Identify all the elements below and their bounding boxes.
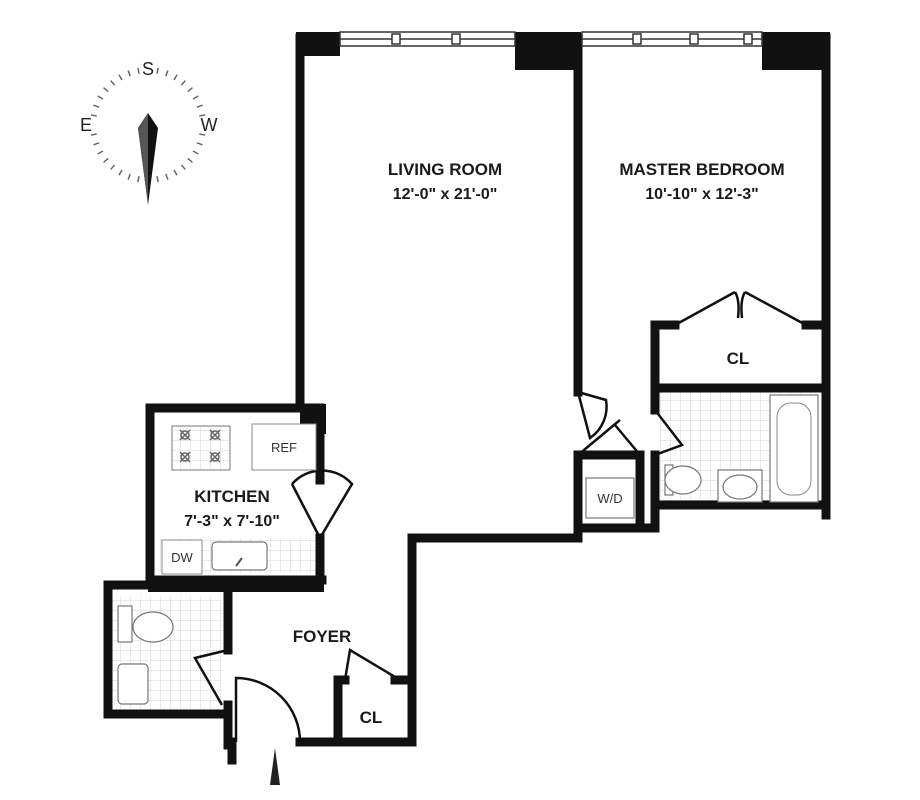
entry-door-icon xyxy=(234,676,302,743)
compass-tick xyxy=(180,80,186,86)
foyer-closet-label: CL xyxy=(360,708,383,727)
compass-tick xyxy=(196,142,203,146)
refrigerator-icon: REF xyxy=(251,423,317,471)
compass-tick xyxy=(165,70,169,77)
compass-tick xyxy=(118,169,123,176)
compass-west-label: W xyxy=(201,115,218,135)
compass-tick xyxy=(173,74,178,81)
compass-tick xyxy=(110,80,116,86)
compass-tick xyxy=(103,87,109,93)
compass-tick xyxy=(165,173,169,180)
doors xyxy=(193,290,807,743)
compass-tick xyxy=(199,133,206,136)
bathroom-sink-icon xyxy=(717,469,763,503)
compass-tick xyxy=(192,150,199,155)
powder-toilet-icon xyxy=(117,605,174,643)
powder-door-icon xyxy=(193,648,229,706)
toilet-icon xyxy=(664,464,702,496)
dishwasher-label: DW xyxy=(171,550,193,565)
compass-tick xyxy=(103,157,109,163)
washer-dryer-label: W/D xyxy=(597,491,622,506)
bathroom-door-icon xyxy=(654,409,685,457)
bedroom-door-icon xyxy=(576,390,608,441)
stove-icon xyxy=(171,425,231,471)
compass-tick xyxy=(97,95,104,100)
compass-tick xyxy=(127,173,131,180)
compass-tick xyxy=(156,67,159,74)
wd-door-icon xyxy=(577,419,641,456)
compass-tick xyxy=(110,164,116,170)
compass-tick xyxy=(93,104,100,108)
master-bedroom-name: MASTER BEDROOM xyxy=(619,160,784,179)
kitchen-name: KITCHEN xyxy=(194,487,270,506)
compass-tick xyxy=(93,142,100,146)
bedroom-closet-label: CL xyxy=(727,349,750,368)
columns xyxy=(148,32,830,592)
dishwasher-icon: DW xyxy=(161,539,203,575)
compass-tick xyxy=(118,74,123,81)
foyer-closet-door-icon xyxy=(343,647,401,682)
compass-tick xyxy=(90,114,97,117)
compass: S E W xyxy=(80,59,218,205)
compass-tick xyxy=(137,67,140,74)
master-bedroom-dims: 10'-10" x 12'-3" xyxy=(645,186,759,203)
compass-tick xyxy=(137,176,140,183)
closet-door-icon xyxy=(674,290,807,327)
foyer-name: FOYER xyxy=(293,627,352,646)
entry-arrow-icon xyxy=(270,748,280,785)
compass-tick xyxy=(196,104,203,108)
living-room-dims: 12'-0" x 21'-0" xyxy=(393,186,498,203)
compass-ring xyxy=(90,67,206,183)
compass-tick xyxy=(192,95,199,100)
compass-tick xyxy=(199,114,206,117)
compass-south-label: S xyxy=(142,59,154,79)
windows xyxy=(339,31,763,47)
kitchen-door-icon xyxy=(290,469,354,541)
compass-tick xyxy=(127,70,131,77)
compass-tick xyxy=(180,164,186,170)
compass-tick xyxy=(187,157,193,163)
kitchen-sink-icon xyxy=(211,541,268,571)
compass-east-label: E xyxy=(80,115,92,135)
compass-tick xyxy=(187,87,193,93)
compass-tick xyxy=(156,176,159,183)
kitchen-dims: 7'-3" x 7'-10" xyxy=(184,513,280,530)
washer-dryer-icon: W/D xyxy=(585,477,635,519)
powder-sink-icon xyxy=(117,663,149,705)
compass-tick xyxy=(97,150,104,155)
compass-tick xyxy=(173,169,178,176)
bathtub-icon xyxy=(769,394,819,503)
refrigerator-label: REF xyxy=(271,440,297,455)
compass-tick xyxy=(90,133,97,136)
living-room-name: LIVING ROOM xyxy=(388,160,502,179)
